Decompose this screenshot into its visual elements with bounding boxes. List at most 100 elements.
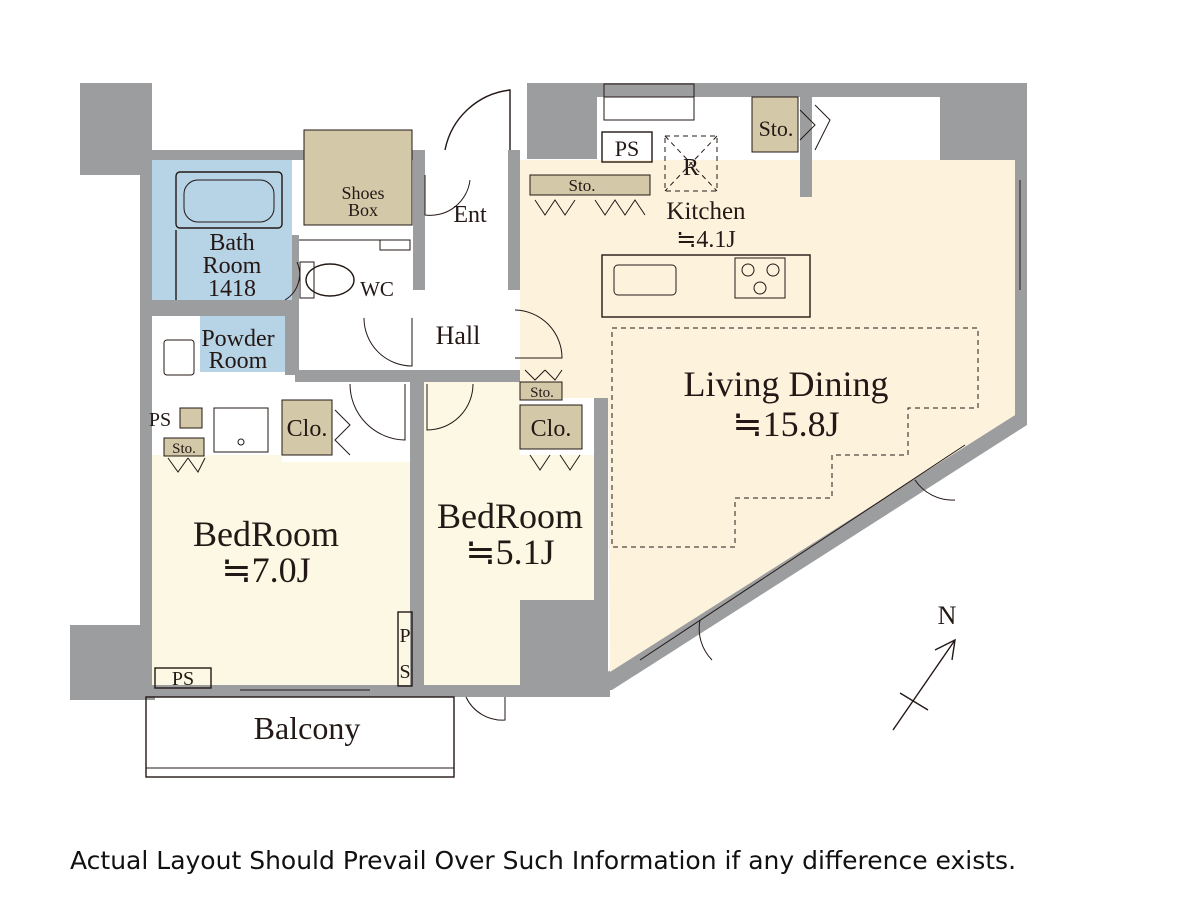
door-diag-2 [698, 619, 713, 661]
compass-arrow [934, 638, 956, 661]
washer-pan [213, 407, 269, 453]
washer-drain [237, 438, 245, 446]
bifold-kitchen [534, 199, 646, 216]
burner-3 [753, 281, 767, 295]
powder-label-1: Powder [201, 326, 274, 352]
wall-ne-block [527, 83, 1027, 97]
wc-label: WC [360, 277, 394, 301]
compass-label: N [938, 601, 957, 630]
bedroom-west-fill [152, 455, 410, 685]
kitchen-counter [601, 254, 811, 318]
ps-kitchen-box [601, 131, 653, 163]
bifold-clo-center [529, 454, 581, 471]
ps-south-label: PS [172, 668, 194, 690]
hall-label: Hall [436, 321, 481, 350]
sto-kitchen-upper-label: Sto. [759, 116, 794, 141]
wc-tank [299, 261, 315, 299]
wall-ne-post [527, 83, 597, 159]
window-north [603, 83, 695, 121]
wall-north-west [80, 150, 425, 160]
sto-kitchen-shelf-label: Sto. [569, 176, 596, 195]
ps-vertical-s: S [399, 661, 410, 683]
sto-center-fill [519, 381, 563, 401]
wall-kitchen-post [800, 97, 812, 197]
ps-vertical-p: P [399, 625, 410, 647]
bifold-sto-upper [799, 104, 831, 151]
fixtures [145, 83, 1021, 778]
door-ent-closet [424, 175, 471, 216]
powder-fill [200, 316, 285, 372]
ps-south-box [154, 667, 212, 689]
walls [70, 83, 1027, 700]
window-diagonal [639, 444, 966, 661]
living-zone-outline [611, 327, 979, 548]
disclaimer-text: Actual Layout Should Prevail Over Such I… [70, 846, 1017, 875]
fridge-label: R [683, 155, 699, 181]
bathtub [175, 171, 283, 229]
door-diag-1 [914, 479, 956, 501]
wc-shelf-box [379, 239, 411, 251]
living-fill [520, 160, 1015, 672]
sto-west-label: Sto. [172, 441, 196, 457]
wall-center-south [520, 600, 605, 690]
entrance-door [444, 89, 511, 151]
wall-partition-1 [410, 380, 424, 690]
clo-center-fill [519, 404, 583, 450]
compass: N [892, 601, 957, 731]
sto-kitchen-shelf-fill [529, 174, 651, 196]
bifold-sto-west [167, 457, 206, 473]
wall-ne-column [940, 83, 1027, 163]
powder-sink [163, 339, 195, 376]
bifold-sto-center [524, 369, 563, 381]
bathtub-inner [183, 179, 275, 223]
balcony-rail [145, 696, 455, 778]
wall-east [1015, 160, 1027, 420]
kitchen-stove [734, 257, 786, 299]
bedroom-center-name: BedRoom [437, 496, 583, 536]
door-hall [363, 317, 413, 367]
sto-center-label: Sto. [530, 385, 554, 401]
ps-west-fill [179, 407, 203, 429]
door-south-east [465, 696, 506, 721]
ps-west-label: PS [149, 409, 171, 431]
wall-hall-south [295, 370, 525, 382]
compass-shaft [892, 639, 956, 731]
shoes-box-label-1: Shoes [341, 183, 384, 203]
door-living [514, 309, 563, 359]
wall-partition-2 [594, 398, 608, 688]
balcony-label: Balcony [254, 710, 361, 746]
ps-kitchen-label: PS [615, 136, 639, 161]
bath-label-3: 1418 [208, 276, 256, 302]
wc-bowl [305, 263, 355, 297]
entrance-label: Ent [453, 202, 487, 228]
kitchen-area: ≒4.1J [676, 227, 735, 253]
sto-kitchen-upper-fill [751, 96, 799, 153]
shoes-box-label-2: Box [348, 200, 378, 220]
wall-ent-left [413, 150, 425, 290]
shoes-box-fill [303, 129, 413, 226]
wall-diagonal [598, 415, 1027, 690]
living-dining-area: ≒15.8J [732, 404, 839, 444]
kitchen-name: Kitchen [666, 198, 746, 225]
sto-west-fill [163, 437, 205, 457]
bath-label-2: Room [203, 253, 262, 279]
bedroom-west-area: ≒7.0J [221, 550, 310, 590]
clo-west-label: Clo. [287, 416, 328, 442]
powder-label-2: Room [209, 348, 268, 374]
door-bed-west [349, 383, 406, 441]
living-dining-name: Living Dining [684, 364, 889, 404]
clo-west-fill [281, 399, 333, 456]
ps-vertical-box [397, 611, 413, 687]
compass-tick [899, 692, 929, 711]
burner-2 [766, 263, 780, 277]
wall-west [140, 160, 152, 630]
bath-label-1: Bath [209, 230, 254, 256]
bedroom-center-area: ≒5.1J [465, 532, 554, 572]
wall-ent-right [508, 150, 520, 290]
fridge-x2 [664, 135, 718, 192]
labels: Living Dining ≒15.8J Kitchen ≒4.1J BedRo… [149, 116, 889, 746]
burner-1 [741, 263, 755, 277]
bifold-clo-west [334, 409, 351, 456]
wall-bath-divider [152, 300, 297, 316]
